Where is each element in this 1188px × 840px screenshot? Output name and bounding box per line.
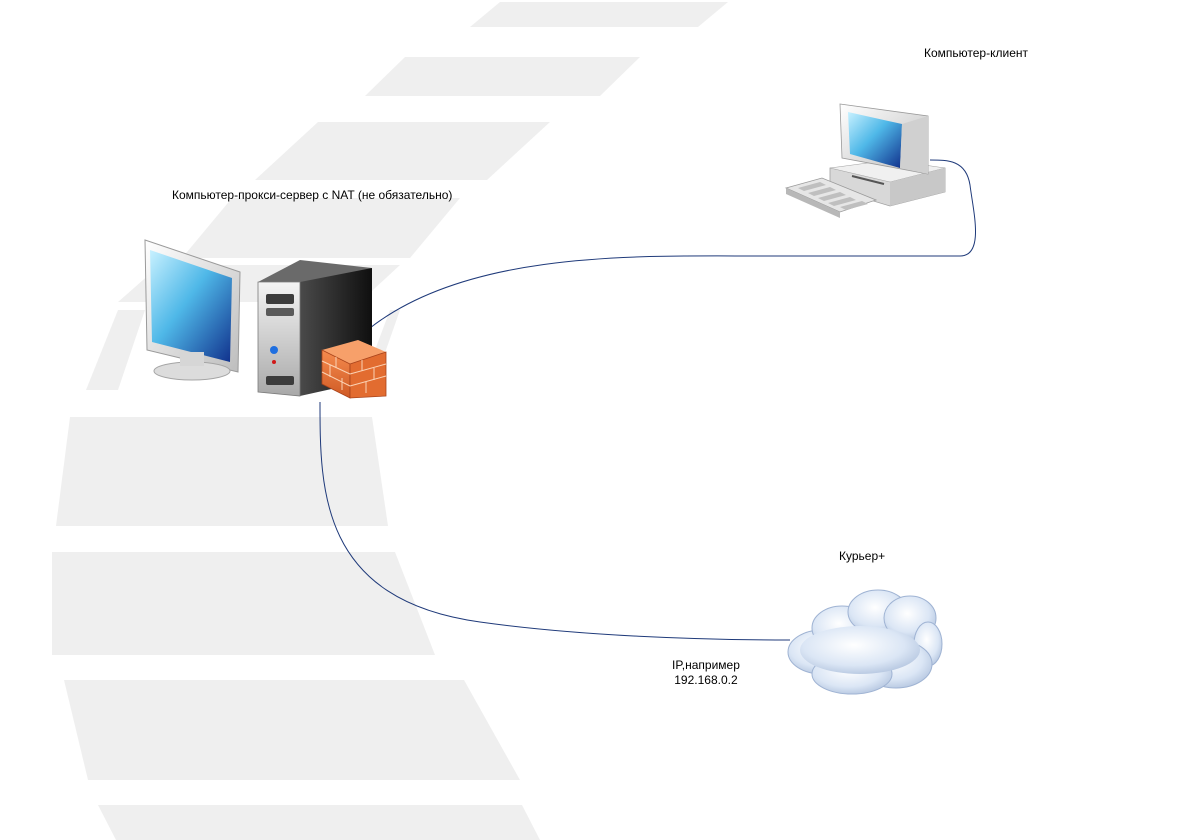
firewall-icon	[321, 340, 387, 399]
cloud-icon[interactable]	[787, 589, 943, 695]
edge-proxy-kurier	[319, 401, 791, 641]
ip-address-note: IP,например 192.168.0.2	[672, 658, 740, 688]
kurier-label: Курьер+	[839, 549, 886, 563]
proxy-computer-with-firewall-icon[interactable]	[144, 239, 387, 399]
keyboard-icon	[784, 177, 878, 218]
desktop-computer-icon[interactable]	[784, 103, 946, 218]
monitor-icon	[144, 239, 241, 381]
proxy-server-label: Компьютер-прокси-сервер с NAT (не обязат…	[172, 188, 453, 202]
ip-note-line1: IP,например	[672, 658, 740, 672]
ip-note-line2: 192.168.0.2	[674, 673, 738, 687]
client-computer-label: Компьютер-клиент	[924, 46, 1028, 60]
edge-proxy-client	[369, 159, 976, 329]
